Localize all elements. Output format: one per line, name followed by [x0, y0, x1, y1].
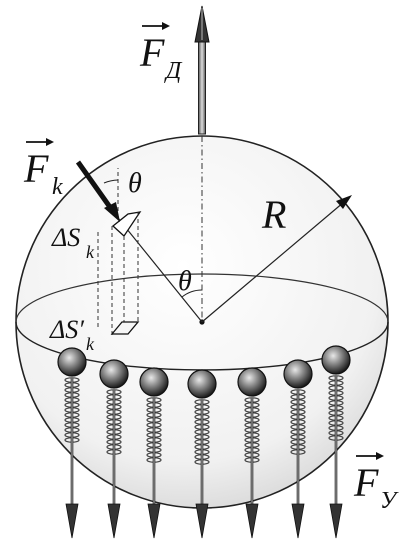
weight-ball: [99, 359, 129, 389]
svg-text:k: k: [86, 334, 95, 354]
spring-weight: [237, 367, 267, 539]
weight-arrow-head: [245, 503, 259, 539]
svg-text:F: F: [139, 30, 165, 75]
spring-weight: [283, 359, 313, 539]
svg-text:k: k: [52, 174, 63, 200]
weight-ball: [139, 367, 169, 397]
svg-text:ΔS: ΔS: [51, 223, 80, 252]
weight-ball: [57, 347, 87, 377]
svg-text:F: F: [353, 460, 379, 505]
label-f-d: F Д: [139, 22, 183, 84]
weight-arrow-head: [195, 503, 209, 539]
force-fk-arrow: [75, 160, 120, 222]
spring-weight: [139, 367, 169, 539]
weight-ball: [283, 359, 313, 389]
element-to-center-line: [117, 217, 203, 323]
force-fd-arrow: [194, 5, 210, 135]
spring-weight: [187, 369, 217, 539]
label-f-k: F k: [23, 138, 63, 200]
projected-surface-element: [110, 321, 140, 335]
spring-weight: [99, 359, 129, 539]
top-angle-arc: [103, 179, 119, 184]
svg-text:ΔS′: ΔS′: [49, 315, 84, 344]
label-radius: R: [261, 192, 286, 237]
radius-arrow: [201, 195, 352, 323]
label-theta-center: θ: [178, 266, 192, 297]
label-theta-top: θ: [128, 168, 142, 199]
projection-lines: [97, 212, 139, 336]
svg-text:У: У: [380, 488, 399, 514]
spring-weight: [321, 345, 351, 539]
spring-weight: [57, 347, 87, 539]
weight-arrow-head: [291, 503, 305, 539]
weight-arrow-head: [107, 503, 121, 539]
label-ds-k: ΔS k: [51, 223, 95, 262]
weight-ball: [237, 367, 267, 397]
label-ds-k-prime: ΔS′ k: [49, 315, 95, 354]
weight-arrow-head: [329, 503, 343, 539]
weight-ball: [321, 345, 351, 375]
weight-arrow-head: [65, 503, 79, 539]
svg-text:Д: Д: [164, 58, 183, 84]
svg-text:k: k: [86, 242, 95, 262]
weight-arrow-head: [147, 503, 161, 539]
center-angle-arc: [181, 289, 203, 298]
svg-text:F: F: [23, 146, 49, 191]
label-f-y: F У: [353, 452, 399, 514]
weight-ball: [187, 369, 217, 399]
spring-weights: [57, 345, 351, 539]
surface-element: [111, 211, 142, 237]
